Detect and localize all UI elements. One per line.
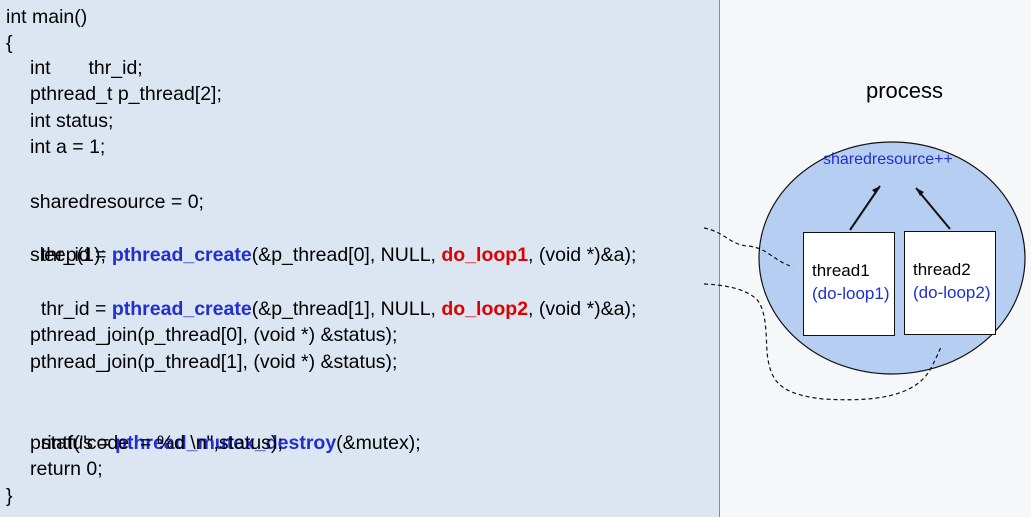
code-line-10-mid: (&p_thread[1], NULL, [251, 298, 442, 320]
dashed-link-thread2 [703, 283, 942, 401]
dashed-link-thread1 [703, 227, 794, 268]
thread2-sub-label: (do-loop2) [913, 283, 991, 302]
code-line-2: { [6, 32, 13, 54]
code-line-1: int main() [6, 6, 88, 28]
code-line-10-prefix: thr_id = [40, 298, 112, 320]
thread2-label: thread2 [913, 260, 971, 279]
code-panel [0, 0, 720, 517]
code-line-9: sleep(1); [30, 244, 106, 266]
code-line-16: } [6, 485, 13, 507]
arrow-thread2-to-shared [915, 187, 951, 230]
code-line-11: pthread_join(p_thread[0], (void *) &stat… [30, 324, 398, 346]
code-line-15: return 0; [30, 458, 103, 480]
code-line-10: thr_id = pthread_create(&p_thread[1], NU… [0, 269, 637, 320]
code-line-8-prefix: thr_id = [40, 244, 112, 266]
do-loop1-label: do_loop1 [441, 244, 529, 266]
code-line-3: int thr_id; [30, 57, 143, 79]
thread1-label: thread1 [812, 261, 870, 280]
arrowhead-thread2 [916, 188, 924, 196]
thread1-box: thread1 (do-loop1) [803, 232, 895, 336]
arrowhead-thread1 [872, 186, 880, 194]
code-line-10-suffix: , (void *)&a); [528, 298, 637, 320]
code-line-14: printf("code = %d \n",status); [30, 432, 283, 454]
code-line-4: pthread_t p_thread[2]; [30, 83, 222, 105]
code-line-12: pthread_join(p_thread[1], (void *) &stat… [30, 351, 398, 373]
pthread-mutex-destroy-call: pthread_mutex_destroy [115, 432, 337, 454]
code-line-13: status = pthread_mutex_destroy(&mutex); [0, 403, 421, 454]
pthread-create-call-2: pthread_create [111, 298, 252, 320]
code-line-7: sharedresource = 0; [30, 191, 204, 213]
code-line-8-suffix: , (void *)&a); [528, 244, 637, 266]
code-line-8-mid: (&p_thread[0], NULL, [251, 244, 442, 266]
thread2-box: thread2 (do-loop2) [904, 231, 996, 335]
code-line-8: thr_id = pthread_create(&p_thread[0], NU… [0, 215, 637, 266]
code-line-6: int a = 1; [30, 136, 106, 158]
pthread-create-call-1: pthread_create [111, 244, 252, 266]
do-loop2-label: do_loop2 [441, 298, 529, 320]
code-line-13-prefix: status = [40, 432, 116, 454]
code-line-13-suffix: (&mutex); [336, 432, 421, 454]
thread1-sub-label: (do-loop1) [812, 284, 890, 303]
arrow-thread1-to-shared [849, 185, 881, 231]
process-label: process [866, 78, 944, 103]
code-line-5: int status; [30, 110, 114, 132]
shared-resource-label: sharedresource++ [823, 151, 953, 168]
